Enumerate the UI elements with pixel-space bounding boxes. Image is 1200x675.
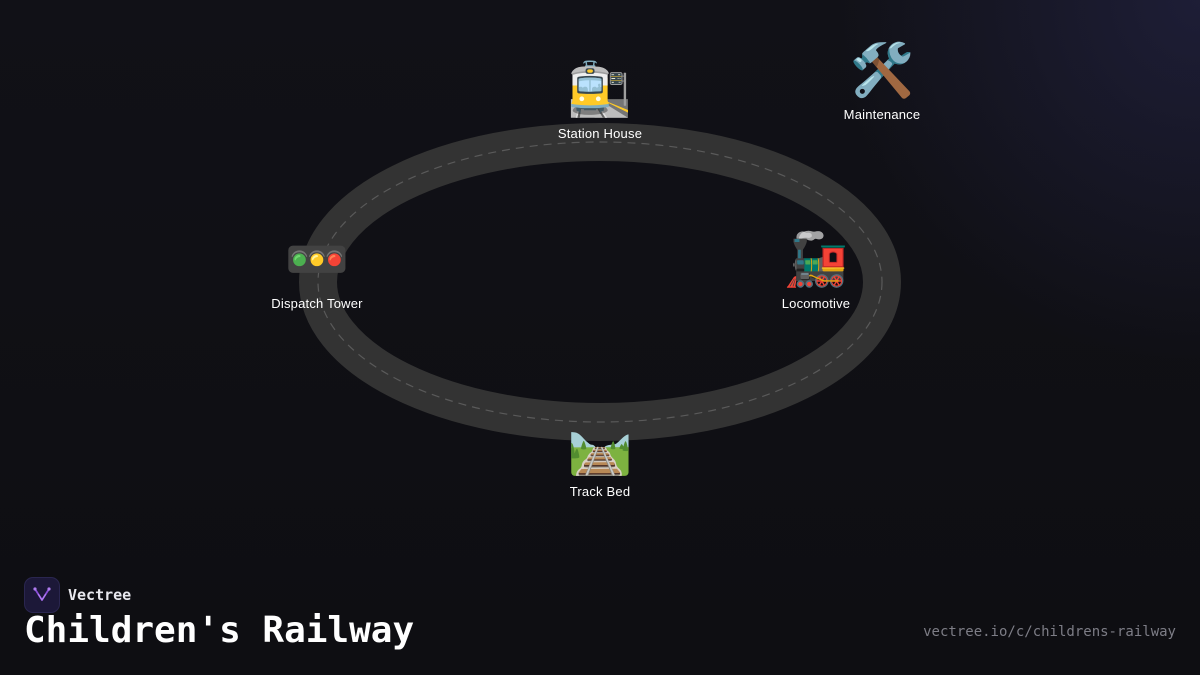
brand[interactable]: Vectree bbox=[24, 577, 131, 613]
hammer-wrench-icon: 🛠️ bbox=[849, 41, 915, 101]
node-label: Maintenance bbox=[843, 107, 921, 122]
brand-name: Vectree bbox=[68, 586, 132, 604]
node-maintenance[interactable]: 🛠️ Maintenance bbox=[802, 39, 962, 122]
station-icon: 🚉 bbox=[567, 60, 633, 120]
vectree-logo-icon bbox=[24, 577, 60, 613]
page-url[interactable]: vectree.io/c/childrens-railway bbox=[923, 624, 1176, 640]
node-locomotive[interactable]: 🚂 Locomotive bbox=[736, 228, 896, 311]
node-label: Dispatch Tower bbox=[271, 296, 363, 311]
node-dispatch-tower[interactable]: 🚥 Dispatch Tower bbox=[237, 228, 397, 311]
node-station-house[interactable]: 🚉 Station House bbox=[520, 58, 680, 141]
railway-track-icon: 🛤️ bbox=[567, 418, 633, 478]
track-centerline bbox=[317, 141, 883, 423]
node-label: Locomotive bbox=[781, 296, 851, 311]
node-label: Station House bbox=[557, 126, 643, 141]
traffic-light-icon: 🚥 bbox=[284, 230, 350, 290]
node-track-bed[interactable]: 🛤️ Track Bed bbox=[520, 416, 680, 499]
page-title: Children's Railway bbox=[24, 610, 415, 651]
node-label: Track Bed bbox=[569, 484, 631, 499]
locomotive-icon: 🚂 bbox=[783, 230, 849, 290]
